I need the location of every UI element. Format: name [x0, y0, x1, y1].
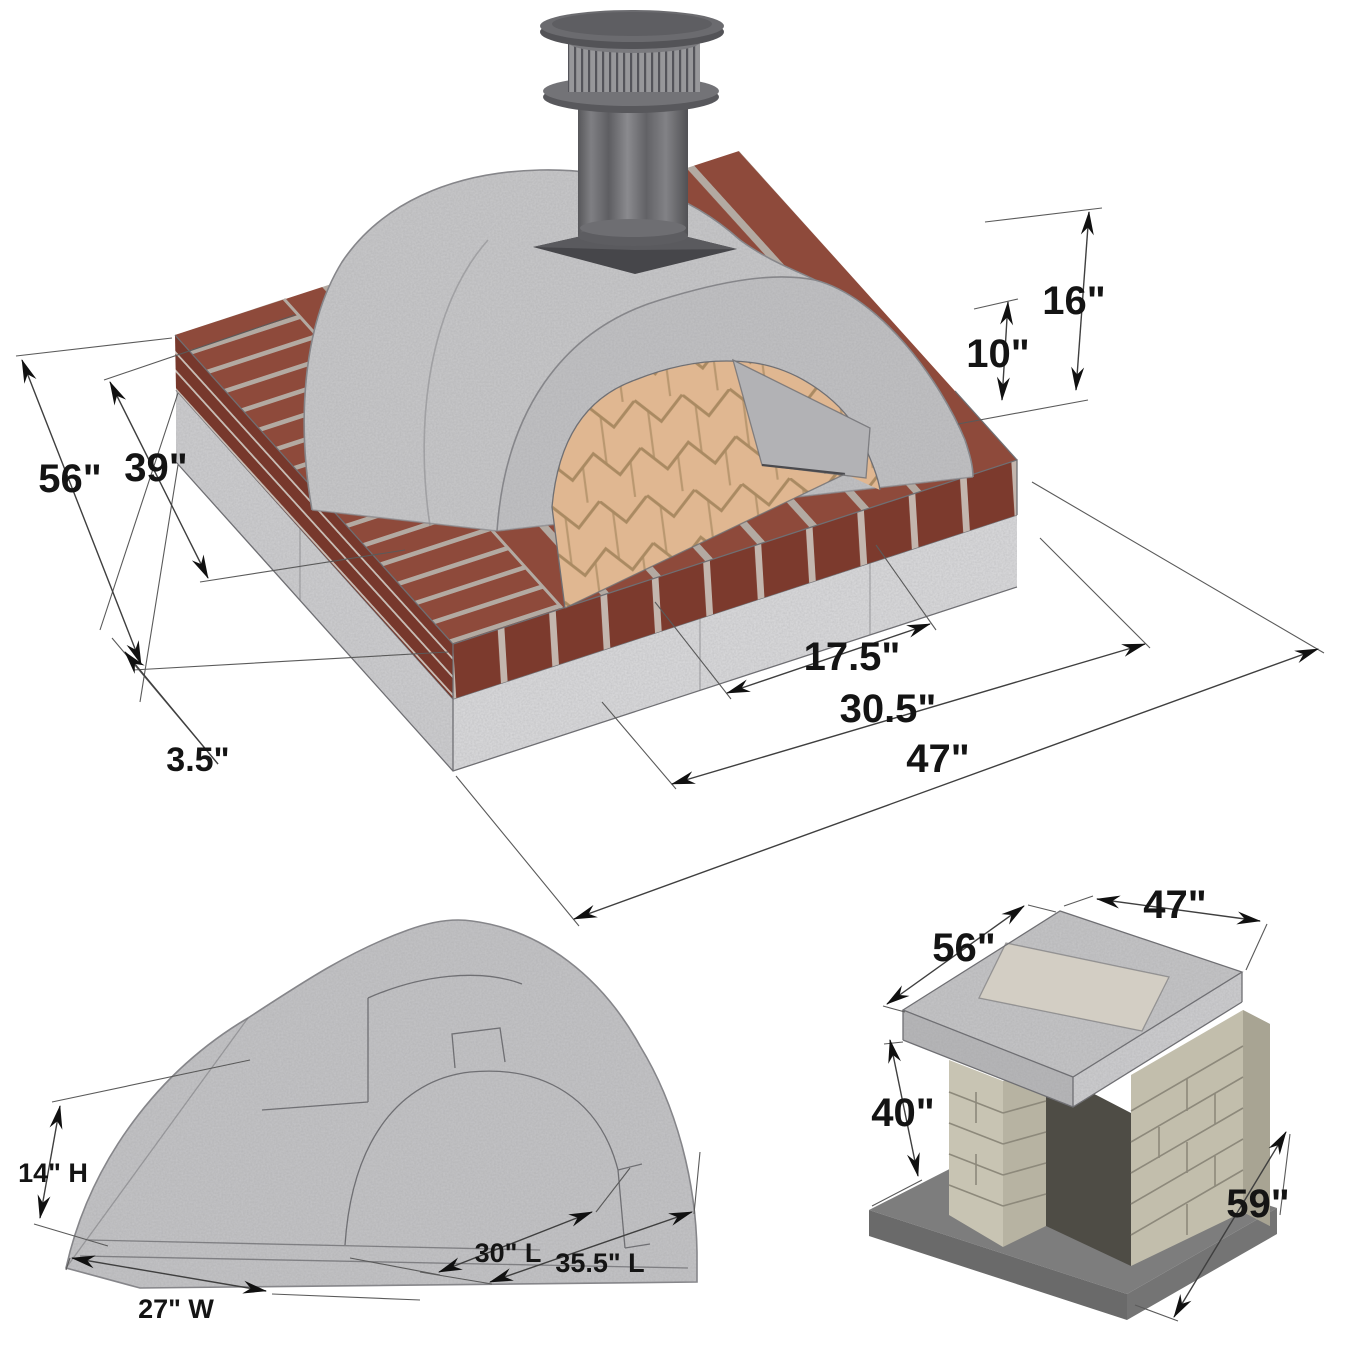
dim-label-14in-h: 14" H — [18, 1158, 88, 1188]
dim-label-35-5in-l: 35.5" L — [555, 1248, 644, 1278]
chimney — [533, 10, 737, 274]
dim-label-39in: 39" — [124, 446, 187, 490]
stand-opening — [1046, 1069, 1131, 1266]
dim-label-stand-47in: 47" — [1143, 883, 1206, 927]
dome-shell-view: 14" H 27" W 30" L 35.5" L — [18, 919, 701, 1324]
stand-dimension-lines — [886, 895, 1287, 1318]
dim-label-56in: 56" — [38, 457, 101, 501]
dim-label-stand-56in: 56" — [932, 926, 995, 970]
dim-label-27in-w: 27" W — [138, 1294, 214, 1324]
oven-opening — [551, 358, 881, 609]
dim-label-stand-40in: 40" — [871, 1091, 934, 1135]
hearth-inset — [979, 943, 1169, 1031]
main-oven-view: 56" 39" 3.5" 16" 10" 17.5" 30.5" 47" — [15, 10, 1325, 927]
dim-label-3-5in: 3.5" — [166, 741, 229, 779]
opening-jamb — [733, 360, 870, 478]
main-dimension-lines — [21, 211, 1319, 920]
block-stand-view: 47" 56" 40" 59" — [869, 883, 1291, 1322]
dim-label-10in: 10" — [966, 332, 1029, 376]
left-pillar — [948, 1060, 1047, 1247]
chimney-pipe — [578, 96, 688, 236]
dim-label-stand-59in: 59" — [1226, 1182, 1289, 1226]
brick-face-left — [175, 335, 453, 699]
shell-body — [66, 920, 697, 1288]
dim-label-17-5in: 17.5" — [804, 635, 901, 679]
dim-label-16in: 16" — [1042, 279, 1105, 323]
dim-label-47in: 47" — [906, 737, 969, 781]
brick-face-right — [453, 460, 1017, 699]
dim-label-30-5in: 30.5" — [840, 687, 937, 731]
dim-label-30in-l: 30" L — [475, 1238, 542, 1268]
shell-dimension-lines — [37, 1105, 693, 1294]
